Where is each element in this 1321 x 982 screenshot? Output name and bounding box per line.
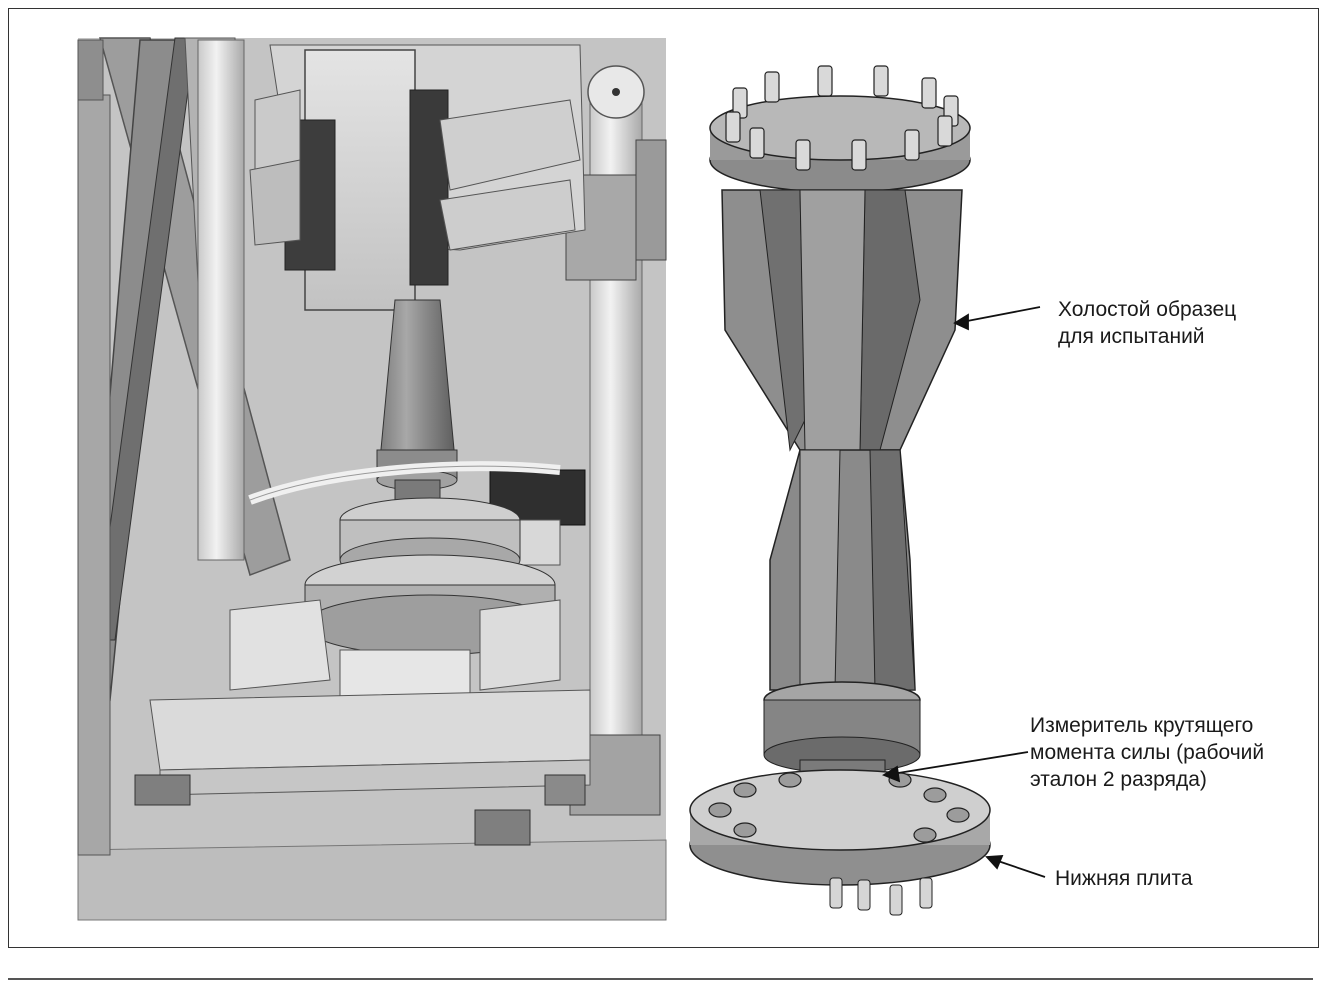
bottom-rule	[8, 978, 1313, 980]
callout-blank-specimen: Холостой образец для испытаний	[1058, 298, 1237, 348]
callout-bottom-plate: Нижняя плита	[1055, 867, 1193, 890]
specimen-view	[689, 65, 1046, 916]
figure-frame	[8, 8, 1319, 948]
top-bolts	[725, 65, 959, 171]
leader-arrows	[882, 306, 1046, 878]
machine-assembly-view	[77, 37, 667, 921]
callout-torque-meter: Измеритель крутящего момента силы (рабоч…	[1030, 714, 1265, 791]
bottom-bolts	[829, 877, 933, 916]
